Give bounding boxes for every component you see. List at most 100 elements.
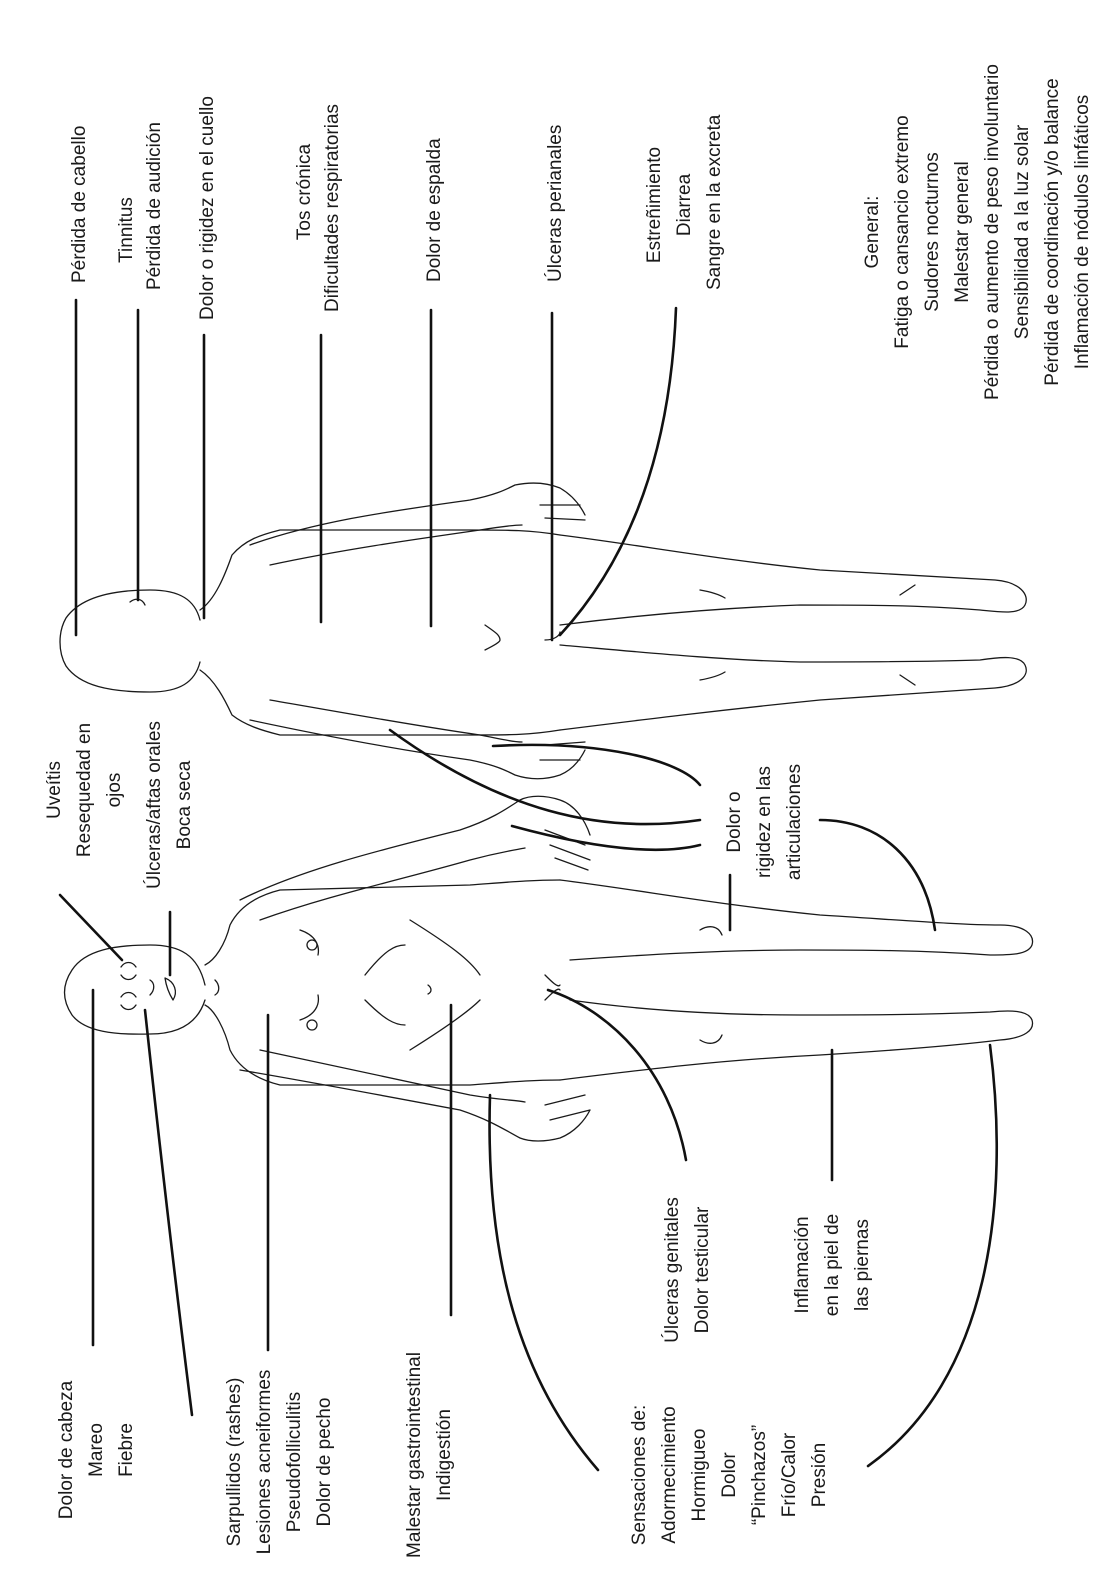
label-line: Dolor o rigidez en el cuello xyxy=(197,96,218,320)
label-line: Pérdida de coordinación y/o balance xyxy=(1042,78,1063,385)
label-line: Sensibilidad a la luz solar xyxy=(1012,124,1033,339)
front-label-joints: Dolor o rigidez en las articulaciones xyxy=(724,764,805,880)
nose-icon xyxy=(150,980,154,995)
label-line: Sudores nocturnos xyxy=(922,152,943,312)
front-label-gastro: Malestar gastrointestinal Indigestión xyxy=(404,1352,455,1558)
mouth-icon xyxy=(165,978,175,1000)
label-line: “Pinchazos” xyxy=(749,1425,770,1525)
back-label-lungs: Tos crónica Dificultades respiratorias xyxy=(294,104,343,312)
chest-lines xyxy=(215,920,480,1050)
leader-eyes xyxy=(60,895,122,960)
front-leg-top xyxy=(560,880,1033,960)
label-line: Tos crónica xyxy=(294,144,315,241)
general-label: General: Fatiga o cansancio extremo Sudo… xyxy=(862,64,1093,400)
leader-legs-sensation xyxy=(868,1045,997,1466)
leader-fever xyxy=(145,1010,192,1415)
back-label-ears: Tinnitus Pérdida de audición xyxy=(116,122,165,290)
label-line: Resequedad en xyxy=(74,723,95,857)
front-label-mouth: Úlceras/aftas orales Boca seca xyxy=(143,721,195,889)
eye-icon xyxy=(121,993,136,1010)
label-line: Estreñimiento xyxy=(644,147,665,263)
eye-icon xyxy=(121,963,136,980)
label-line: Úlceras perianales xyxy=(544,125,566,282)
label-line: Pérdida de cabello xyxy=(69,126,90,283)
label-line: Pérdida o aumento de peso involuntario xyxy=(982,64,1003,400)
front-label-head: Dolor de cabeza Mareo Fiebre xyxy=(56,1380,137,1519)
label-line: Úlceras/aftas orales xyxy=(143,721,165,889)
label-line: Presión xyxy=(809,1443,830,1507)
nipple-icon xyxy=(307,1020,317,1030)
label-line: articulaciones xyxy=(784,764,805,880)
label-line: Dificultades respiratorias xyxy=(322,104,343,312)
front-torso-outline xyxy=(205,880,560,1085)
back-leg-bottom xyxy=(560,645,1026,730)
label-line: Mareo xyxy=(86,1423,107,1477)
front-label-skin: Sarpullidos (rashes) Lesiones acneiforme… xyxy=(224,1370,335,1555)
label-line: Dolor de pecho xyxy=(314,1398,335,1527)
front-arm-top xyxy=(240,796,590,920)
front-label-eyes: Uveítis Resequedad en ojos xyxy=(44,723,125,857)
front-body-figure xyxy=(65,796,1033,1141)
front-leg-bottom xyxy=(560,1000,1033,1080)
leader-joint-ankle xyxy=(820,820,935,930)
back-label-perianal: Úlceras perianales xyxy=(544,125,566,282)
label-line: Dolor o xyxy=(724,791,745,852)
label-line: Dolor de espalda xyxy=(424,138,445,282)
label-line: Tinnitus xyxy=(116,197,137,263)
leader-sensations xyxy=(490,1095,598,1470)
label-line: Fatiga o cansancio extremo xyxy=(892,115,913,348)
label-line: Sangre en la excreta xyxy=(704,114,725,290)
back-leg-top xyxy=(560,535,1026,625)
back-head-outline xyxy=(60,590,200,692)
label-line: Úlceras genitales xyxy=(661,1197,683,1343)
leader-joint-hand xyxy=(493,745,700,785)
label-line: Sarpullidos (rashes) xyxy=(224,1378,245,1547)
label-line: Pérdida de audición xyxy=(144,122,165,290)
label-line: Inflamación de nódulos linfáticos xyxy=(1072,95,1093,370)
back-label-hair: Pérdida de cabello xyxy=(69,126,90,283)
label-line: Inflamación xyxy=(792,1216,813,1313)
front-label-legs: Inflamación en la piel de las piernas xyxy=(792,1214,873,1316)
front-label-sensations: Sensaciones de: Adormecimiento Hormigueo… xyxy=(629,1405,830,1546)
label-line: Fiebre xyxy=(116,1423,137,1477)
label-line: Pseudofolliculitis xyxy=(284,1392,305,1532)
knee-icon xyxy=(700,927,722,1044)
back-label-back: Dolor de espalda xyxy=(424,138,445,282)
label-line: Diarrea xyxy=(674,173,695,236)
groin-lines xyxy=(545,975,560,1000)
label-line: Frío/Calor xyxy=(779,1432,800,1517)
front-label-genital: Úlceras genitales Dolor testicular xyxy=(661,1197,713,1343)
knee-back-lines xyxy=(700,585,915,685)
label-line: Dolor testicular xyxy=(692,1206,713,1333)
label-line: Indigestión xyxy=(434,1409,455,1501)
label-line: Dolor de cabeza xyxy=(56,1380,77,1519)
label-line: Uveítis xyxy=(44,761,65,819)
label-line: Malestar general xyxy=(952,161,973,303)
leader-joint-elbow xyxy=(512,826,700,850)
leader-genital xyxy=(548,990,686,1160)
label-line: Lesiones acneiformes xyxy=(254,1370,275,1555)
label-line: Adormecimiento xyxy=(659,1406,680,1543)
label-line: rigidez en las xyxy=(754,766,775,878)
front-head-outline xyxy=(65,945,206,1034)
label-line: en la piel de xyxy=(822,1214,843,1316)
nipple-icon xyxy=(307,940,317,950)
buttock-lines xyxy=(485,625,560,650)
label-line: ojos xyxy=(104,773,125,808)
navel-icon xyxy=(428,985,431,994)
back-arm-bottom xyxy=(250,700,585,779)
label-line: Hormigueo xyxy=(689,1429,710,1522)
back-arm-top xyxy=(250,483,585,565)
label-line: Dolor xyxy=(719,1452,740,1498)
back-label-neck: Dolor o rigidez en el cuello xyxy=(197,96,218,320)
back-torso-outline xyxy=(200,530,560,735)
label-line: General: xyxy=(862,196,883,269)
label-line: Malestar gastrointestinal xyxy=(404,1352,425,1558)
label-line: Boca seca xyxy=(174,760,195,849)
back-label-bowel: Estreñimiento Diarrea Sangre en la excre… xyxy=(644,114,725,290)
label-line: Sensaciones de: xyxy=(629,1405,650,1546)
label-line: las piernas xyxy=(852,1219,873,1311)
leader-bowel xyxy=(560,308,676,635)
front-arm-bottom xyxy=(240,1050,590,1141)
